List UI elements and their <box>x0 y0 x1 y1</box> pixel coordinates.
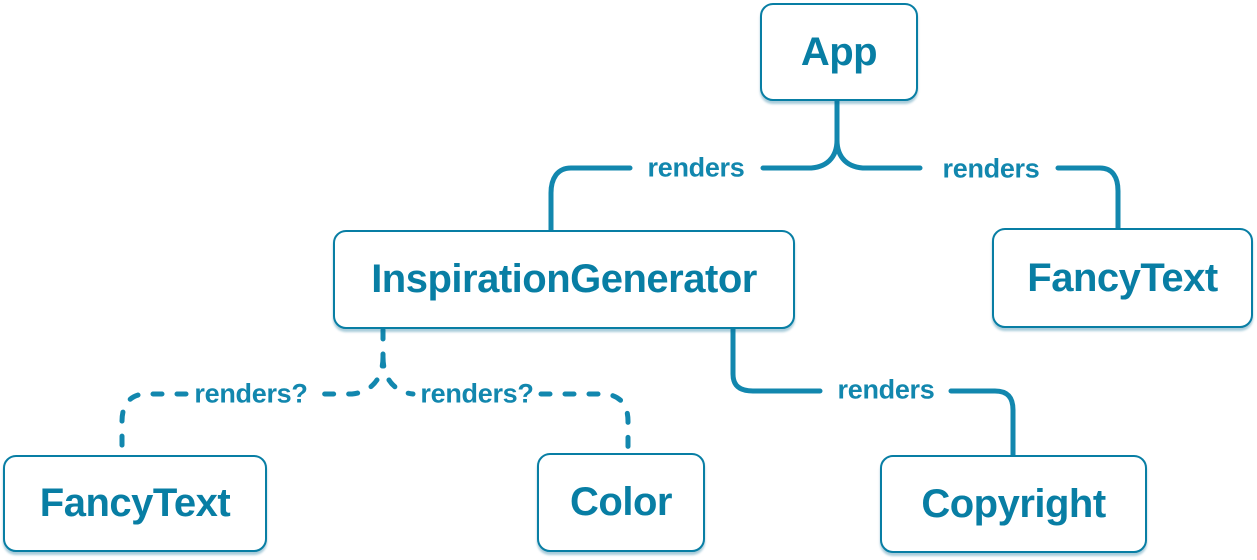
edge-app-to-inspiration-generator-line2 <box>548 165 633 234</box>
edge-app-to-inspiration-generator-line <box>760 98 840 171</box>
node-fancy-text-top: FancyText <box>992 228 1253 328</box>
dashed-edges <box>119 327 631 455</box>
edge-inspiration-generator-to-color-dashed-line2 <box>538 391 631 453</box>
node-color-label: Color <box>570 480 672 524</box>
edge-label-app-inspiration-generator: renders <box>647 152 745 183</box>
node-inspiration-generator: InspirationGenerator <box>333 230 795 329</box>
node-inspiration-generator-label: InspirationGenerator <box>371 257 757 301</box>
edge-label-app-fancy-text: renders <box>942 153 1040 184</box>
edge-inspiration-generator-to-color-dashed-line <box>380 354 416 397</box>
node-app-label: App <box>800 29 878 74</box>
edge-inspiration-generator-to-copyright-line <box>730 326 823 394</box>
edge-inspiration-generator-to-fancy-text-dashed-line <box>313 354 386 397</box>
edge-app-to-fancy-text-line2 <box>1055 165 1121 232</box>
node-fancy-text-bottom-label: FancyText <box>39 481 231 525</box>
edge-label-inspiration-generator-fancy-text: renders? <box>194 378 308 409</box>
node-copyright: Copyright <box>880 455 1147 553</box>
solid-edges <box>548 98 1121 459</box>
node-app: App <box>760 3 918 101</box>
node-fancy-text-top-label: FancyText <box>1027 255 1218 300</box>
edge-label-inspiration-generator-color: renders? <box>420 378 534 409</box>
edge-app-to-fancy-text-line <box>834 137 923 171</box>
edge-inspiration-generator-to-fancy-text-dashed-line2 <box>119 391 189 455</box>
node-fancy-text-bottom: FancyText <box>3 455 267 552</box>
edge-inspiration-generator-to-copyright-line2 <box>948 388 1016 459</box>
node-color: Color <box>537 453 705 552</box>
edge-label-inspiration-generator-copyright: renders <box>837 374 935 405</box>
node-copyright-label: Copyright <box>921 481 1106 526</box>
